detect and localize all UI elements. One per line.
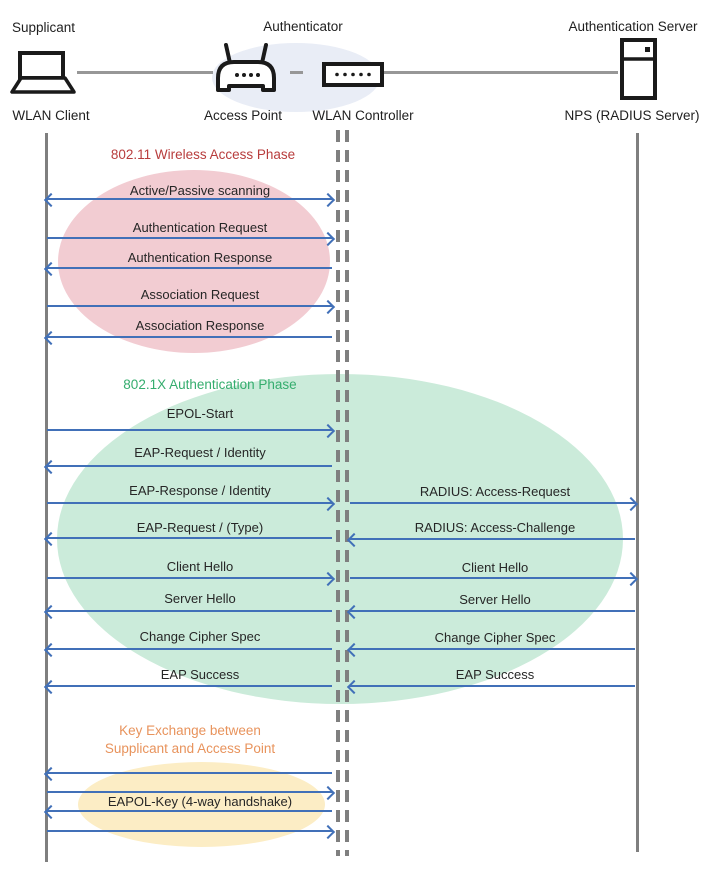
message-label: EAP Success (160, 667, 240, 682)
lifeline-auth-server (636, 133, 639, 852)
message-label: Client Hello (461, 560, 529, 575)
message-label: Association Request (140, 287, 260, 302)
message-arrow (43, 192, 336, 208)
role-auth-server-label: Authentication Server (568, 19, 698, 34)
message-arrow (346, 679, 635, 695)
device-wlan-controller-label: WLAN Controller (312, 108, 414, 123)
device-wlan-client-label: WLAN Client (12, 108, 90, 123)
message-arrow (350, 571, 639, 587)
message-arrow (47, 571, 336, 587)
message-arrow (43, 330, 332, 346)
message-arrow (43, 604, 332, 620)
access-point-icon (216, 43, 276, 92)
role-supplicant-label: Supplicant (12, 20, 76, 35)
message-arrow (43, 766, 332, 782)
message-label: EAPOL-Key (4-way handshake) (107, 794, 293, 809)
phase3-title-line1: Key Exchange between (119, 723, 261, 738)
phase3-title: Key Exchange between Supplicant and Acce… (48, 722, 332, 758)
arrowhead-right-icon (320, 299, 336, 315)
message-label: Authentication Request (132, 220, 268, 235)
connector-ap-controller (290, 71, 303, 74)
message-label: Server Hello (459, 592, 531, 607)
message-label: EAP-Request / (Type) (136, 520, 264, 535)
message-arrow (47, 785, 336, 801)
lifeline-supplicant (45, 133, 48, 862)
message-arrow (43, 531, 332, 547)
message-arrow (43, 804, 332, 820)
message-label: Association Response (135, 318, 265, 333)
message-arrow (43, 679, 332, 695)
message-arrow (47, 423, 336, 439)
message-label: EAP-Response / Identity (129, 483, 271, 498)
message-arrow (346, 532, 635, 548)
message-arrow (350, 496, 639, 512)
laptop-icon (10, 51, 76, 94)
message-arrow (47, 231, 336, 247)
message-arrow (346, 642, 635, 658)
phase3-ellipse (78, 762, 325, 847)
message-arrow (47, 496, 336, 512)
arrowhead-right-icon (320, 824, 336, 840)
message-label: RADIUS: Access-Challenge (414, 520, 576, 535)
message-label: Change Cipher Spec (434, 630, 556, 645)
message-arrow (43, 261, 332, 277)
role-authenticator-label: Authenticator (263, 19, 343, 34)
phase2-title: 802.1X Authentication Phase (123, 377, 297, 392)
message-label: Server Hello (164, 591, 236, 606)
lifeline-authenticator-right-dash (345, 130, 349, 856)
connector-client-ap (77, 71, 213, 74)
message-arrow (43, 642, 332, 658)
device-nps-server-label: NPS (RADIUS Server) (564, 108, 700, 123)
phase1-title: 802.11 Wireless Access Phase (110, 147, 296, 162)
message-label: EAP Success (455, 667, 535, 682)
lifeline-authenticator-left-dash (336, 130, 340, 856)
server-icon (620, 38, 657, 100)
message-label: Authentication Response (127, 250, 273, 265)
message-arrow (47, 299, 336, 315)
message-label: Client Hello (166, 559, 234, 574)
message-label: EAP-Request / Identity (134, 445, 266, 460)
connector-controller-server (383, 71, 618, 74)
wlan-controller-icon (322, 62, 384, 87)
phase3-title-line2: Supplicant and Access Point (104, 741, 276, 756)
message-label: Active/Passive scanning (129, 183, 271, 198)
message-label: EPOL-Start (166, 406, 234, 421)
device-access-point-label: Access Point (203, 108, 283, 123)
message-arrow (346, 604, 635, 620)
phase1-ellipse (58, 170, 330, 353)
message-label: Change Cipher Spec (139, 629, 261, 644)
message-arrow (47, 824, 336, 840)
message-label: RADIUS: Access-Request (419, 484, 571, 499)
message-arrow (43, 459, 332, 475)
